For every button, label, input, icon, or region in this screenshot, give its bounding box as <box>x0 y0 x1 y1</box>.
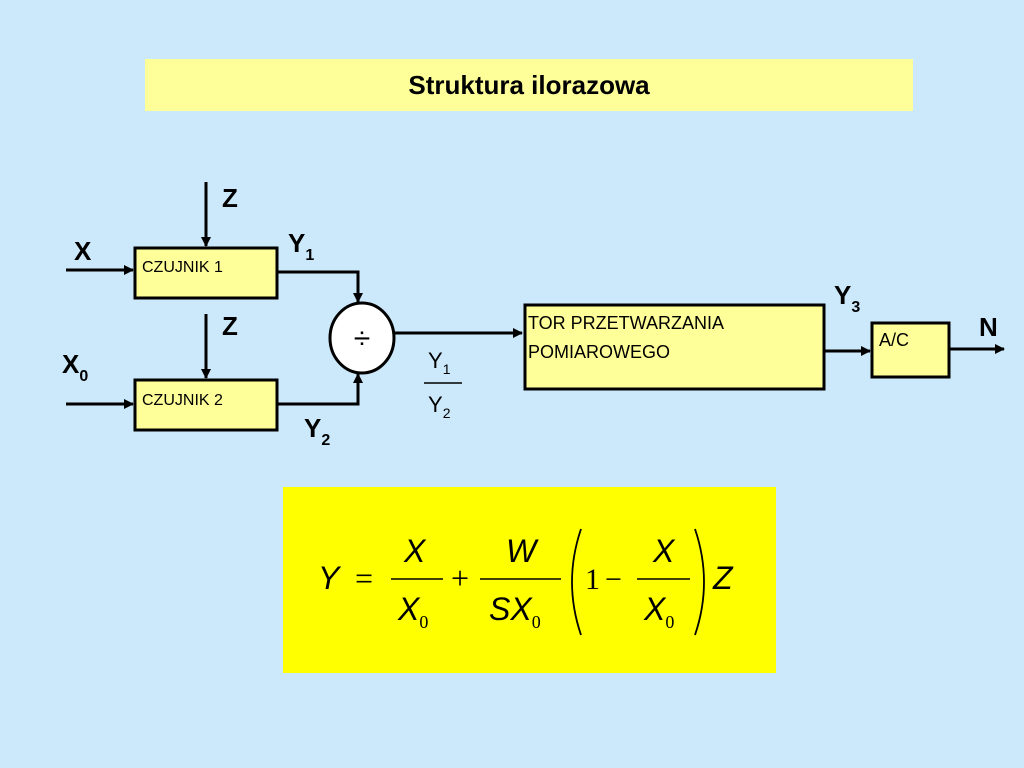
fraction-2-denominator: SX0 <box>489 591 541 632</box>
formula-panel: Y = X X0 + W SX0 1 − X X0 Z <box>283 487 776 673</box>
y1-label: Y1 <box>288 228 314 264</box>
ratio-numerator: Y1 <box>428 348 451 377</box>
formula-plus: + <box>451 560 469 596</box>
fraction-1-numerator: X <box>403 533 427 569</box>
adc-label: A/C <box>879 330 909 350</box>
y3-label: Y3 <box>834 280 860 316</box>
formula-equals: = <box>355 560 373 596</box>
block-diagram: CZUJNIK 1 CZUJNIK 2 ÷ TOR PRZETWARZANIA … <box>62 182 1005 449</box>
title-banner: Struktura ilorazowa <box>145 59 913 111</box>
fraction-2-numerator: W <box>506 533 539 569</box>
n-label: N <box>979 312 998 342</box>
x0-label: X0 <box>62 349 88 385</box>
ratio-denominator: Y2 <box>428 392 451 421</box>
fraction-3-denominator: X0 <box>643 591 674 632</box>
formula-minus: − <box>605 563 622 596</box>
formula-z: Z <box>712 560 734 596</box>
processing-label-line-2: POMIAROWEGO <box>528 342 670 362</box>
right-parenthesis <box>694 528 705 636</box>
y2-label: Y2 <box>304 413 330 449</box>
left-parenthesis <box>571 528 582 636</box>
processing-block <box>523 303 826 391</box>
sensor-1-label: CZUJNIK 1 <box>142 259 223 276</box>
page-title: Struktura ilorazowa <box>408 69 650 100</box>
divider-node <box>328 301 396 375</box>
y2-line <box>277 373 363 406</box>
formula-lhs: Y <box>318 560 342 596</box>
formula: Y = X X0 + W SX0 1 − X X0 Z <box>318 528 734 636</box>
sensor-2-label: CZUJNIK 2 <box>142 392 223 409</box>
processing-label-line-1: TOR PRZETWARZANIA <box>528 313 724 333</box>
x-label: X <box>74 236 92 266</box>
z-top-label: Z <box>222 183 238 213</box>
y1-line <box>277 270 363 303</box>
adc-block <box>870 321 951 379</box>
z-mid-label: Z <box>222 311 238 341</box>
fraction-1-denominator: X0 <box>397 591 428 632</box>
sensor-1-block <box>133 246 279 300</box>
divide-symbol: ÷ <box>354 322 370 355</box>
fraction-3-numerator: X <box>652 533 676 569</box>
formula-one: 1 <box>585 563 600 596</box>
sensor-2-block <box>133 378 279 432</box>
